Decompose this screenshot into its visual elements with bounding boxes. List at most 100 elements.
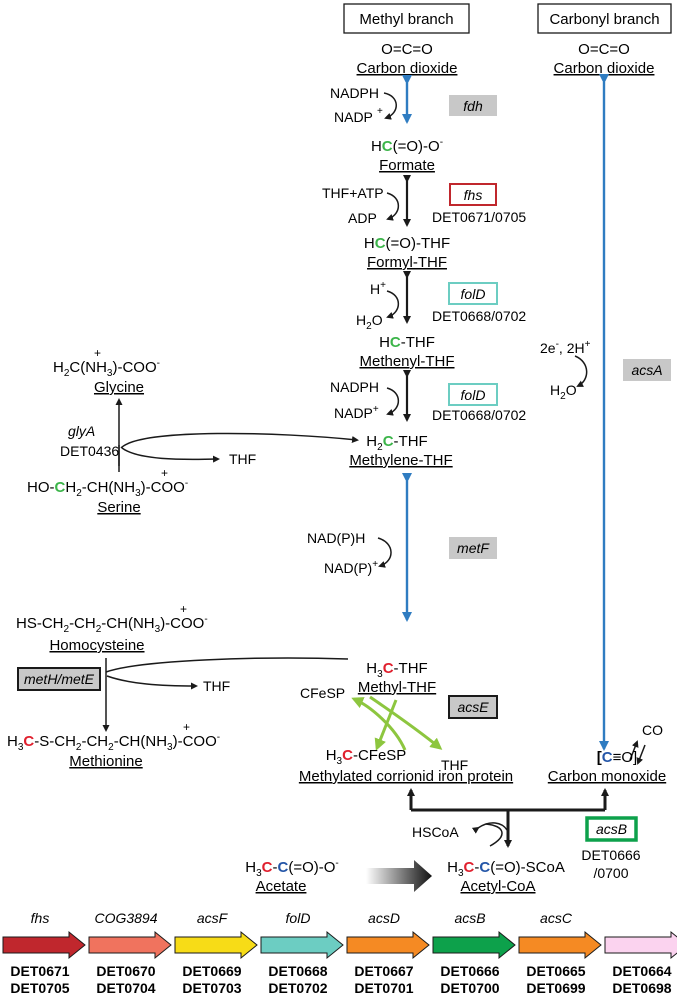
co-uptake-arrow (636, 744, 646, 765)
methylene-thf-formula: H2C-THF (366, 433, 427, 453)
fdh-cofactor-top: NADPH (330, 85, 379, 101)
folD2-cofactor-arrow (386, 387, 400, 416)
gene-locus-primary: DET0670 (96, 963, 155, 979)
homocysteine-formula: HS-CH2-CH2-CH(NH3)-COO- (16, 614, 208, 635)
glycine-plus: + (94, 346, 101, 360)
acsA-enzyme-box (623, 359, 671, 381)
metF-enzyme-label: metF (457, 540, 490, 556)
gene-locus-secondary: DET0700 (440, 980, 499, 996)
acsA-cofactor-bottom: H2O (550, 382, 577, 402)
fhs-cofactor-bottom: ADP (348, 210, 377, 226)
acsE-reaction-arrow-thf (369, 695, 443, 750)
gene-arrow-acsf (174, 930, 258, 960)
acsA-cofactor-arrow (574, 355, 588, 387)
gene-arrow-acsd (346, 930, 430, 960)
glyA-to-methylene-arrow (120, 432, 359, 449)
folD1-loci: DET0668/0702 (432, 308, 526, 324)
gene-locus-secondary: DET0698 (612, 980, 671, 996)
carbonyl-branch-label: Carbonyl branch (549, 11, 659, 28)
acetate-name: Acetate (256, 878, 307, 895)
acsE-enzyme-label: acsE (457, 699, 489, 715)
metF-enzyme-box (449, 537, 497, 559)
hscoa-arrow (485, 823, 503, 847)
formate-formula: HC(=O)-O- (371, 137, 443, 155)
metH-thf-label: THF (203, 678, 230, 694)
acsB-loci-2: /0700 (593, 865, 628, 881)
gene-name-label: acsB (454, 910, 485, 926)
methenyl-thf-formula: HC-THF (379, 334, 435, 351)
glyA-thf-arrow (121, 447, 220, 463)
metH-metE-enzyme-label: metH/metE (24, 671, 95, 687)
carbon-monoxide-name: Carbon monoxide (548, 768, 666, 785)
gene-locus-primary: DET0671 (10, 963, 69, 979)
acsA-enzyme-label: acsA (631, 362, 662, 378)
gene-locus-primary: DET0668 (268, 963, 327, 979)
co-release-arrow (629, 740, 639, 761)
methylated-cfesp-formula: H3C-CFeSP (326, 747, 407, 767)
gene-name-label: acsC (540, 910, 573, 926)
gene-locus-primary: DET0666 (440, 963, 499, 979)
acsB-enzyme-label: acsB (596, 821, 627, 837)
gene-locus-primary: DET0665 (526, 963, 585, 979)
gene-locus-secondary: DET0701 (354, 980, 413, 996)
glyA-enzyme-label: glyA (68, 423, 95, 439)
carbonyl-branch-box (537, 3, 672, 34)
acetate-to-acetylcoa-arrow (366, 860, 432, 892)
carbonyl-co2-formula: O=C=O (578, 41, 630, 58)
glycine-formula: H2C(NH3)-COO- (53, 358, 160, 379)
fhs-enzyme-label: fhs (464, 187, 483, 203)
gene-arrow-acsb (432, 930, 516, 960)
methionine-name: Methionine (69, 753, 142, 770)
formate-name: Formate (379, 157, 435, 174)
gene-name-label: folD (286, 910, 311, 926)
folD2-enzyme-label: folD (461, 387, 486, 403)
gene-name-label: acsF (197, 910, 229, 926)
metF-cofactor-top: NAD(P)H (307, 530, 365, 546)
glycine-name: Glycine (94, 379, 144, 396)
glyA-thf-label: THF (229, 451, 256, 467)
serine-plus: + (161, 466, 168, 480)
gene-locus-secondary: DET0703 (182, 980, 241, 996)
folD2-loci: DET0668/0702 (432, 407, 526, 423)
acsB-loci-1: DET0666 (581, 847, 640, 863)
folD1-enzyme-label: folD (461, 286, 486, 302)
carbon-monoxide-formula: [C≡O] (597, 749, 637, 766)
gene-locus-primary: DET0664 (612, 963, 671, 979)
gene-locus-secondary: DET0705 (10, 980, 69, 996)
methionine-plus: + (183, 720, 190, 734)
acsB-enzyme-box (585, 816, 638, 842)
fhs-loci: DET0671/0705 (432, 209, 526, 225)
acsA-cofactor-top: 2e-, 2H+ (540, 339, 591, 356)
acetate-formula: H3C-C(=O)-O- (245, 858, 339, 879)
gene-arrow-cog3894 (88, 930, 172, 960)
methyl-thf-formula: H3C-THF (366, 660, 427, 680)
gene-arrow-unnamed (604, 930, 677, 960)
gene-name-label: fhs (31, 910, 50, 926)
homocysteine-plus: + (180, 602, 187, 616)
gene-cluster: fhsDET0671DET0705COG3894DET0670DET0704ac… (2, 910, 677, 996)
folD2-enzyme-box (448, 383, 498, 406)
gene-arrow-acsc (518, 930, 602, 960)
gene-locus-secondary: DET0699 (526, 980, 585, 996)
methyl-co2-name: Carbon dioxide (357, 60, 458, 77)
fdh-cofactor-bottom: NADP (334, 109, 373, 125)
metF-cofactor-arrow (377, 537, 392, 568)
fdh-cofactor-bottom-charge: + (377, 106, 383, 117)
gene-name-label: acsD (368, 910, 400, 926)
methenyl-thf-name: Methenyl-THF (359, 353, 454, 370)
folD1-enzyme-box (448, 282, 498, 305)
gene-arrow-fhs (2, 930, 86, 960)
gene-arrow-fold (260, 930, 344, 960)
acetylcoa-formula: H3C-C(=O)-SCoA (447, 859, 565, 879)
fdh-enzyme-label: fdh (463, 98, 483, 114)
methyl-thf-name: Methyl-THF (358, 679, 436, 696)
homocysteine-name: Homocysteine (49, 637, 144, 654)
metF-cofactor-bottom: NAD(P)+ (324, 559, 378, 576)
hscoa-arrow-curve (471, 822, 508, 834)
hscoa-label: HSCoA (412, 824, 459, 840)
folD2-cofactor-top: NADPH (330, 379, 379, 395)
acsE-reaction-arrow-cfesp (351, 697, 407, 751)
co-label: CO (642, 722, 663, 738)
gene-locus-primary: DET0667 (354, 963, 413, 979)
